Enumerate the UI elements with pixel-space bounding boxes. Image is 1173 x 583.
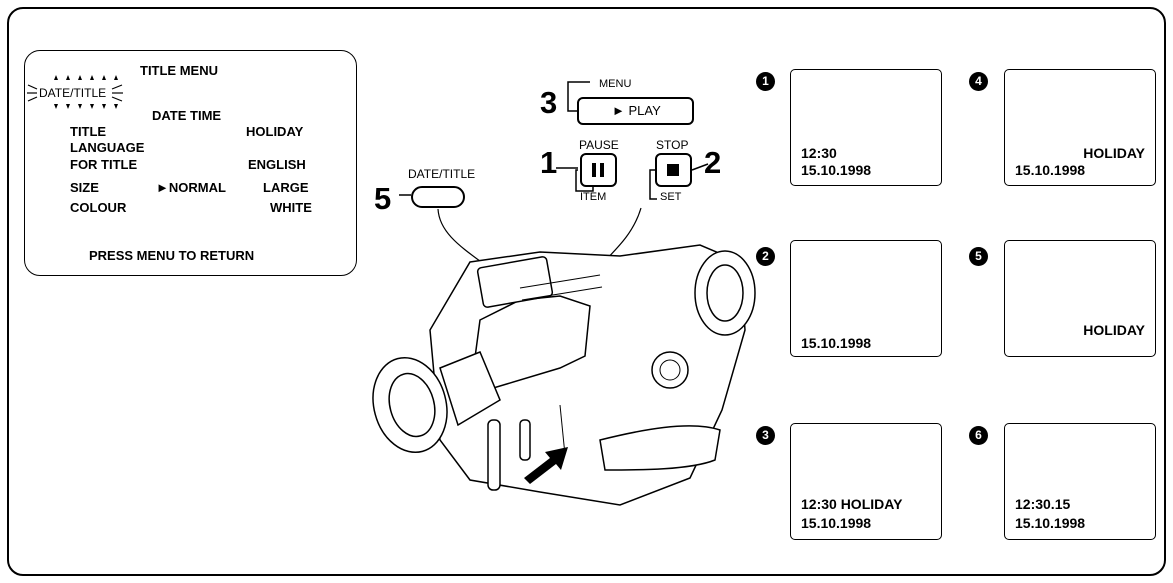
play-button[interactable]	[577, 97, 694, 125]
stop-label: STOP	[656, 138, 689, 152]
menu-row-size-value: LARGE	[263, 180, 309, 195]
badge-5: 5	[969, 247, 988, 266]
item-label: ITEM	[580, 191, 607, 203]
menu-sub-heading: DATE TIME	[152, 108, 222, 123]
date-title-button[interactable]	[411, 186, 465, 208]
screen-3-line-2: 15.10.1998	[801, 515, 872, 531]
menu-row-fortitle-label: FOR TITLE	[70, 157, 138, 172]
menu-row-colour-value: WHITE	[270, 200, 312, 215]
screen-2: 15.10.1998	[790, 240, 942, 357]
menu-row-title-label: TITLE	[70, 124, 107, 139]
menu-label: MENU	[599, 78, 632, 90]
screen-3-line-1: 12:30 HOLIDAY	[801, 496, 903, 512]
menu-footer: PRESS MENU TO RETURN	[89, 248, 255, 263]
badge-2: 2	[756, 247, 775, 266]
badge-6: 6	[969, 426, 988, 445]
step-5: 5	[374, 181, 392, 216]
screen-5: HOLIDAY	[1004, 240, 1156, 357]
screen-4-line-2: 15.10.1998	[1015, 162, 1086, 178]
screen-6-line-2: 15.10.1998	[1015, 515, 1086, 531]
screen-5-line-1: HOLIDAY	[1083, 322, 1145, 338]
outer-frame	[7, 7, 1166, 576]
menu-row-colour-label: COLOUR	[70, 200, 127, 215]
screen-1-line-1: 12:30	[801, 145, 837, 161]
menu-title: TITLE MENU	[140, 63, 218, 78]
screen-2-line-2: 15.10.1998	[801, 335, 872, 351]
screen-6: 12:30.15 15.10.1998	[1004, 423, 1156, 540]
screen-3: 12:30 HOLIDAY 15.10.1998	[790, 423, 942, 540]
badge-4: 4	[969, 72, 988, 91]
title-menu-panel	[24, 50, 357, 276]
step-4-arrow	[524, 447, 568, 484]
step-3: 3	[540, 85, 558, 120]
screen-1: 12:30 15.10.1998	[790, 69, 942, 186]
screen-4-line-1: HOLIDAY	[1083, 145, 1145, 161]
menu-row-language-label: LANGUAGE	[70, 140, 145, 155]
stop-icon	[667, 164, 679, 176]
step-2: 2	[704, 145, 722, 180]
menu-row-title-value: HOLIDAY	[246, 124, 304, 139]
menu-selected-item: DATE/TITLE	[39, 86, 107, 100]
menu-row-size-option: ►NORMAL	[156, 180, 226, 195]
set-label: SET	[660, 191, 682, 203]
pause-button[interactable]	[580, 153, 617, 187]
menu-row-size-label: SIZE	[70, 180, 99, 195]
screen-1-line-2: 15.10.1998	[801, 162, 872, 178]
date-title-label: DATE/TITLE	[408, 167, 476, 181]
pause-label: PAUSE	[579, 138, 619, 152]
screen-4: HOLIDAY 15.10.1998	[1004, 69, 1156, 186]
badge-3: 3	[756, 426, 775, 445]
badge-1: 1	[756, 72, 775, 91]
menu-row-fortitle-value: ENGLISH	[248, 157, 306, 172]
step-1: 1	[540, 145, 558, 180]
play-label: ► PLAY	[612, 103, 661, 118]
screen-6-line-1: 12:30.15	[1015, 496, 1071, 512]
pause-icon	[592, 163, 604, 177]
